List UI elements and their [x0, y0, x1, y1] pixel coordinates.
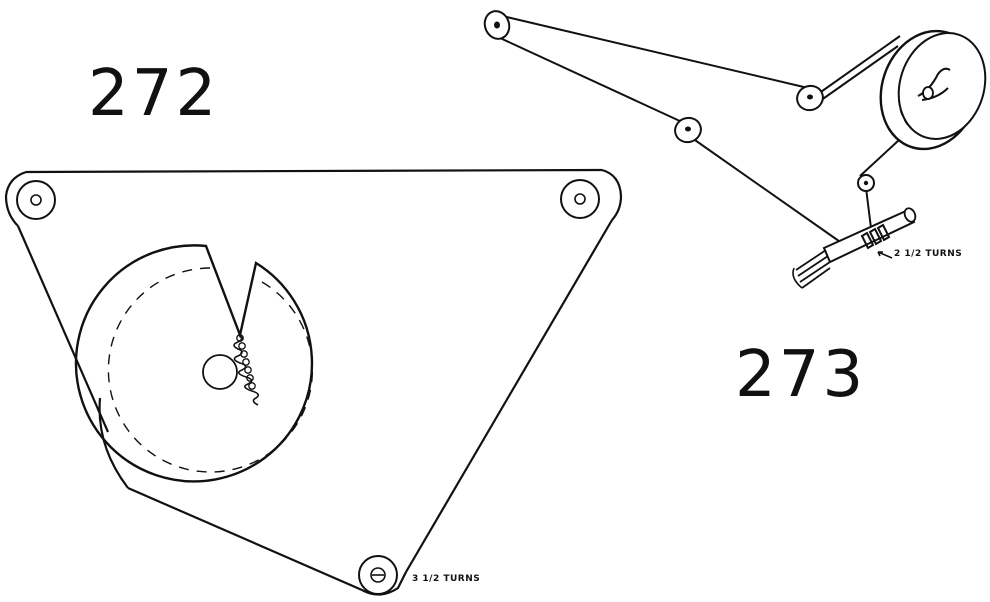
pulley-273-small-right [857, 174, 875, 192]
string-left-run [16, 225, 110, 433]
pulley-axle [30, 194, 42, 206]
string-loop-272 [4, 168, 623, 596]
drum-272 [74, 244, 314, 483]
turns-label-273: 2 1/2 TURNS [894, 249, 962, 259]
pulley-top-left [16, 180, 56, 220]
spindle-collar [860, 223, 891, 250]
string-bottom-run [127, 486, 363, 592]
spindle-gear [792, 249, 831, 289]
string-top-run [25, 168, 603, 174]
pulley-top-right [560, 179, 600, 219]
drum-hub [202, 354, 238, 390]
string-right-run [405, 219, 613, 573]
figure-272: 272 [4, 57, 623, 596]
drum-273 [879, 29, 987, 151]
pulley-273-left [674, 116, 702, 144]
string-b [499, 37, 683, 123]
string-network-273 [493, 13, 913, 247]
drum-outline [74, 244, 314, 483]
figure-number-272: 272 [88, 57, 219, 131]
spring-272 [233, 334, 260, 406]
label-pointer-273 [877, 251, 893, 259]
drum-273-hub [922, 86, 934, 100]
pulley-bottom [358, 555, 398, 595]
string-d [809, 45, 899, 109]
pulley-273-middle [796, 84, 824, 112]
string-top-left-wrap [4, 170, 27, 227]
figure-273: 273 [483, 10, 987, 412]
string-drum-wrap [98, 397, 129, 489]
string-top-right-wrap [601, 168, 623, 221]
pulley-axle [574, 193, 586, 205]
string-e [817, 35, 901, 95]
drum-dashed-groove [107, 267, 314, 473]
turns-label-272: 3 1/2 TURNS [412, 574, 480, 584]
spindle-273 [792, 207, 917, 289]
pulley-273-top-left [483, 10, 511, 40]
figure-number-273: 273 [735, 338, 866, 412]
string-c [691, 137, 847, 247]
string-a [493, 13, 809, 89]
